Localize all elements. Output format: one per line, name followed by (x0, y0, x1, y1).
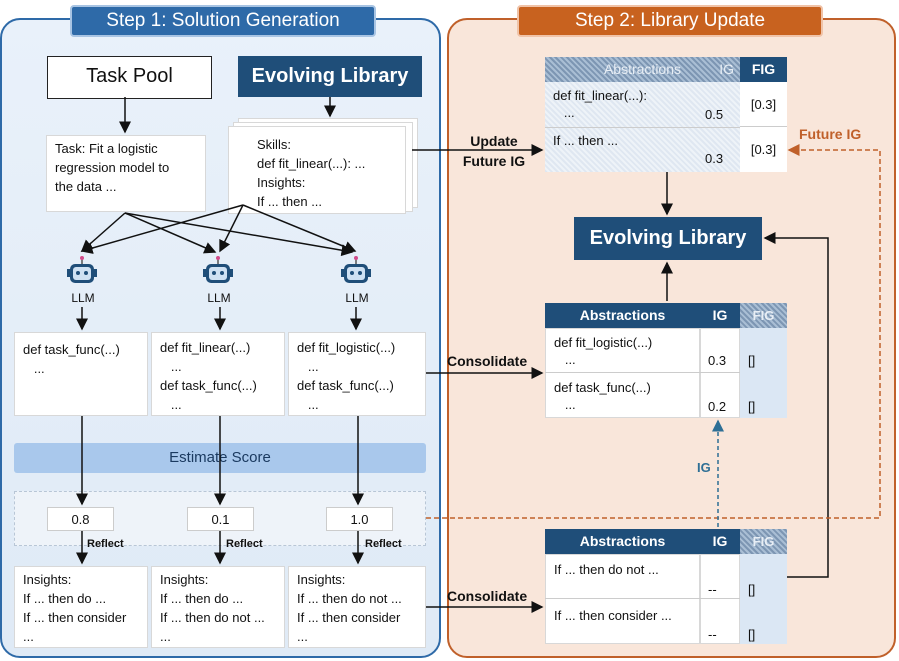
insight-table-col2 (700, 554, 740, 644)
robot-icon (67, 256, 97, 283)
code-table-col3 (740, 328, 787, 418)
insight-table-col3 (740, 554, 787, 644)
top-row-2-abstraction: If ... then ... (553, 133, 619, 148)
code-row-1-ig: 0.3 (708, 353, 727, 368)
arrow-task-llm3 (124, 212, 354, 257)
insight-row-1-ig: -- (708, 582, 717, 597)
update-future-ig-label: Update Future IG (462, 133, 526, 169)
insight-abstractions-table: Abstractions IG FIG If ... then do not .… (545, 529, 787, 644)
insights-box-1: Insights: If ... then do ... If ... then… (14, 566, 148, 648)
arrow-skills-llm1 (80, 204, 244, 254)
code-table-col1 (545, 328, 700, 418)
col-fig-header: FIG (740, 303, 787, 328)
llm-label-2: LLM (207, 291, 231, 305)
top-row-1-fig: [0.3] (740, 82, 787, 127)
top-row-2-ig: 0.3 (705, 151, 724, 166)
consolidate-label-2: Consolidate (447, 588, 528, 604)
code-row-1-fig: [] (748, 353, 756, 368)
solution-box-1: def task_func(...) ... (14, 332, 148, 416)
solution-box-3: def fit_logistic(...) ... def task_func(… (288, 332, 426, 416)
col-fig-header: FIG (740, 57, 787, 82)
col-ig-header: IG (700, 303, 740, 328)
col-ig-header: IG (700, 529, 740, 554)
skills-box: Skills: def fit_linear(...): ... Insight… (228, 126, 406, 214)
top-row-2-fig: [0.3] (740, 127, 787, 172)
llm-label-1: LLM (71, 291, 95, 305)
score-3: 1.0 (326, 507, 393, 531)
insight-row-1-abstraction: If ... then do not ... (554, 562, 659, 577)
future-ig-label: Future IG (799, 126, 862, 142)
reflect-label-1: Reflect (87, 538, 124, 550)
code-row-1-abstraction: def fit_logistic(...) ... (554, 335, 653, 367)
evolving-library-box-right: Evolving Library (574, 217, 762, 260)
top-row-1-ig: 0.5 (705, 107, 724, 122)
arrow-skills-llm3 (242, 204, 357, 253)
code-row-2-abstraction: def task_func(...) ... (554, 380, 651, 412)
insight-row-2-ig: -- (708, 627, 717, 642)
arrow-task-llm2 (124, 212, 217, 254)
llm-label-3: LLM (345, 291, 369, 305)
code-abstractions-table: Abstractions IG FIG def fit_logistic(...… (545, 303, 787, 418)
insights-box-3: Insights: If ... then do not ... If ... … (288, 566, 426, 648)
solution-box-2: def fit_linear(...) ... def task_func(..… (151, 332, 285, 416)
ig-label: IG (697, 460, 711, 475)
future-ig-dashed-arrow (426, 144, 881, 519)
step2-title: Step 2: Library Update (517, 5, 823, 37)
code-row-2-ig: 0.2 (708, 399, 727, 414)
code-table-col2 (700, 328, 740, 418)
score-1: 0.8 (47, 507, 114, 531)
insight-row-divider (545, 598, 740, 599)
insights-box-2: Insights: If ... then do ... If ... then… (151, 566, 285, 648)
insight-row-2-abstraction: If ... then consider ... (554, 608, 672, 623)
col-fig-header: FIG (740, 529, 787, 554)
robot-icon (341, 256, 371, 283)
insight-row-2-fig: [] (748, 627, 756, 642)
code-row-2-fig: [] (748, 399, 756, 414)
reflect-label-3: Reflect (365, 538, 402, 550)
top-row-1-abstraction: def fit_linear(...): ... (553, 88, 647, 120)
step1-title: Step 1: Solution Generation (70, 5, 376, 37)
task-box: Task: Fit a logistic regression model to… (46, 135, 206, 212)
llm-robot-3 (338, 255, 374, 308)
top-row-divider (545, 127, 740, 128)
insight-row-1-fig: [] (748, 582, 756, 597)
col-abstractions-header: Abstractions (545, 529, 700, 554)
reflect-label-2: Reflect (226, 538, 263, 550)
arrow-insight-table-library (763, 232, 829, 578)
arrow-skills-llm2 (219, 204, 244, 253)
code-row-divider (545, 372, 740, 373)
score-2: 0.1 (187, 507, 254, 531)
robot-icon (203, 256, 233, 283)
insight-table-col1 (545, 554, 700, 644)
llm-robot-2 (200, 255, 236, 308)
task-pool-box: Task Pool (47, 56, 212, 99)
evolving-library-box: Evolving Library (238, 56, 422, 97)
llm-robot-1 (64, 255, 100, 308)
col-abstractions-header: Abstractions (545, 303, 700, 328)
consolidate-label-1: Consolidate (447, 353, 528, 369)
